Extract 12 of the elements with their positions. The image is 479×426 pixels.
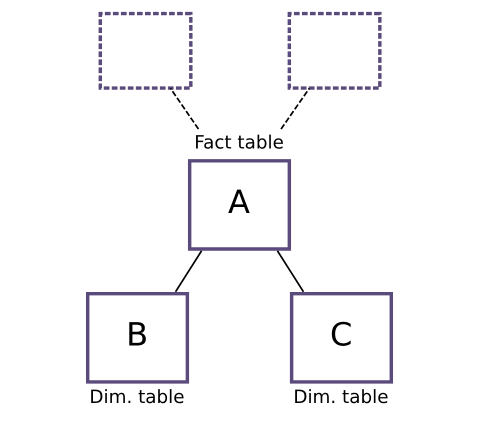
connector bbox=[276, 250, 304, 292]
node-box: A bbox=[188, 158, 292, 250]
node-label: Dim. table bbox=[293, 386, 388, 408]
node-label: Dim. table bbox=[89, 386, 185, 408]
node-box bbox=[288, 11, 382, 90]
node-box bbox=[98, 11, 193, 90]
connector bbox=[170, 87, 200, 130]
connector bbox=[174, 250, 202, 292]
node-label: Fact table bbox=[194, 132, 284, 154]
node-box: C bbox=[290, 291, 394, 384]
node-box: B bbox=[86, 291, 190, 384]
connector bbox=[280, 87, 310, 130]
